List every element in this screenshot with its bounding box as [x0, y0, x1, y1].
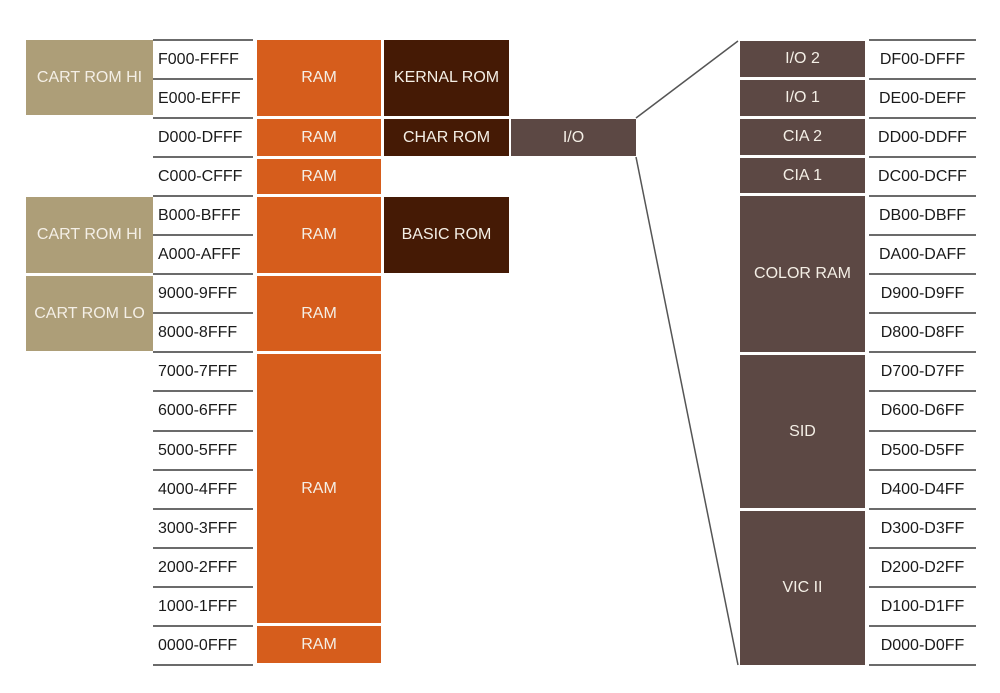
sid-block: SID	[740, 355, 865, 508]
io-address-divider	[869, 469, 976, 471]
io-address-label: D800-D8FF	[880, 323, 965, 341]
address-divider	[153, 508, 253, 510]
ram-block-0000-0fff: RAM	[257, 626, 381, 663]
io-address-divider	[869, 273, 976, 275]
address-divider	[153, 586, 253, 588]
address-label: 4000-4FFF	[158, 480, 238, 498]
io-address-label: D200-D2FF	[880, 558, 965, 576]
io-address-divider	[869, 117, 976, 119]
char-rom-block: CHAR ROM	[384, 119, 509, 156]
ram-block-a000-bfff: RAM	[257, 197, 381, 273]
vic-ii-block: VIC II	[740, 511, 865, 665]
io-address-label: DE00-DEFF	[878, 89, 967, 107]
io-block: I/O	[511, 119, 636, 156]
io-address-label: DA00-DAFF	[878, 245, 967, 263]
io-address-label: DB00-DBFF	[878, 206, 967, 224]
address-label: 6000-6FFF	[158, 401, 238, 419]
address-divider	[153, 430, 253, 432]
io-address-divider	[869, 195, 976, 197]
io-address-divider	[869, 156, 976, 158]
io-address-divider	[869, 664, 976, 666]
address-label: 7000-7FFF	[158, 362, 238, 380]
io-address-divider	[869, 234, 976, 236]
io-address-label: D300-D3FF	[880, 519, 965, 537]
ram-block-d000-dfff: RAM	[257, 119, 381, 156]
io-address-label: DD00-DDFF	[878, 128, 967, 146]
address-label: 3000-3FFF	[158, 519, 238, 537]
address-divider	[153, 195, 253, 197]
address-label: C000-CFFF	[158, 167, 243, 185]
address-label: 0000-0FFF	[158, 636, 238, 654]
ram-block-e000-ffff: RAM	[257, 40, 381, 116]
address-label: 5000-5FFF	[158, 441, 238, 459]
color-ram-block: COLOR RAM	[740, 196, 865, 352]
io-address-label: D500-D5FF	[880, 441, 965, 459]
address-label: E000-EFFF	[158, 89, 241, 107]
io-address-divider	[869, 508, 976, 510]
address-divider	[153, 390, 253, 392]
cart-rom-hi-block-upper: CART ROM HI	[26, 40, 153, 115]
io-address-divider	[869, 625, 976, 627]
address-label: 8000-8FFF	[158, 323, 238, 341]
io1-block: I/O 1	[740, 80, 865, 116]
address-divider	[153, 469, 253, 471]
address-divider	[153, 312, 253, 314]
io-address-divider	[869, 312, 976, 314]
ram-block-c000-cfff: RAM	[257, 159, 381, 194]
io-address-label: D000-D0FF	[880, 636, 965, 654]
ram-block-8000-9fff: RAM	[257, 276, 381, 351]
io-address-label: D100-D1FF	[880, 597, 965, 615]
address-label: 1000-1FFF	[158, 597, 238, 615]
kernal-rom-block: KERNAL ROM	[384, 40, 509, 116]
cia1-block: CIA 1	[740, 158, 865, 193]
address-label: 2000-2FFF	[158, 558, 238, 576]
cart-rom-hi-block-lower: CART ROM HI	[26, 197, 153, 273]
io-address-label: D700-D7FF	[880, 362, 965, 380]
address-label: 9000-9FFF	[158, 284, 238, 302]
io-address-label: DC00-DCFF	[878, 167, 967, 185]
io-address-divider	[869, 586, 976, 588]
address-divider	[153, 234, 253, 236]
address-label: A000-AFFF	[158, 245, 241, 263]
address-divider	[153, 664, 253, 666]
address-label: D000-DFFF	[158, 128, 243, 146]
io-address-divider	[869, 78, 976, 80]
io-address-divider	[869, 351, 976, 353]
basic-rom-block: BASIC ROM	[384, 197, 509, 273]
address-divider	[153, 156, 253, 158]
io-address-divider	[869, 390, 976, 392]
io-address-label: D600-D6FF	[880, 401, 965, 419]
io-address-label: D900-D9FF	[880, 284, 965, 302]
io-address-label: DF00-DFFF	[879, 50, 966, 68]
address-divider	[153, 625, 253, 627]
io2-block: I/O 2	[740, 41, 865, 77]
ram-block-1000-7fff: RAM	[257, 354, 381, 623]
address-divider	[153, 39, 253, 41]
address-label: B000-BFFF	[158, 206, 241, 224]
cia2-block: CIA 2	[740, 119, 865, 155]
io-address-label: D400-D4FF	[880, 480, 965, 498]
io-address-divider	[869, 430, 976, 432]
address-divider	[153, 351, 253, 353]
address-divider	[153, 117, 253, 119]
connector-bottom	[635, 156, 739, 666]
address-divider	[153, 273, 253, 275]
cart-rom-lo-block: CART ROM LO	[26, 276, 153, 351]
io-address-divider	[869, 547, 976, 549]
io-address-divider	[869, 39, 976, 41]
address-label: F000-FFFF	[158, 50, 239, 68]
connector-top	[635, 40, 739, 119]
address-divider	[153, 78, 253, 80]
address-divider	[153, 547, 253, 549]
